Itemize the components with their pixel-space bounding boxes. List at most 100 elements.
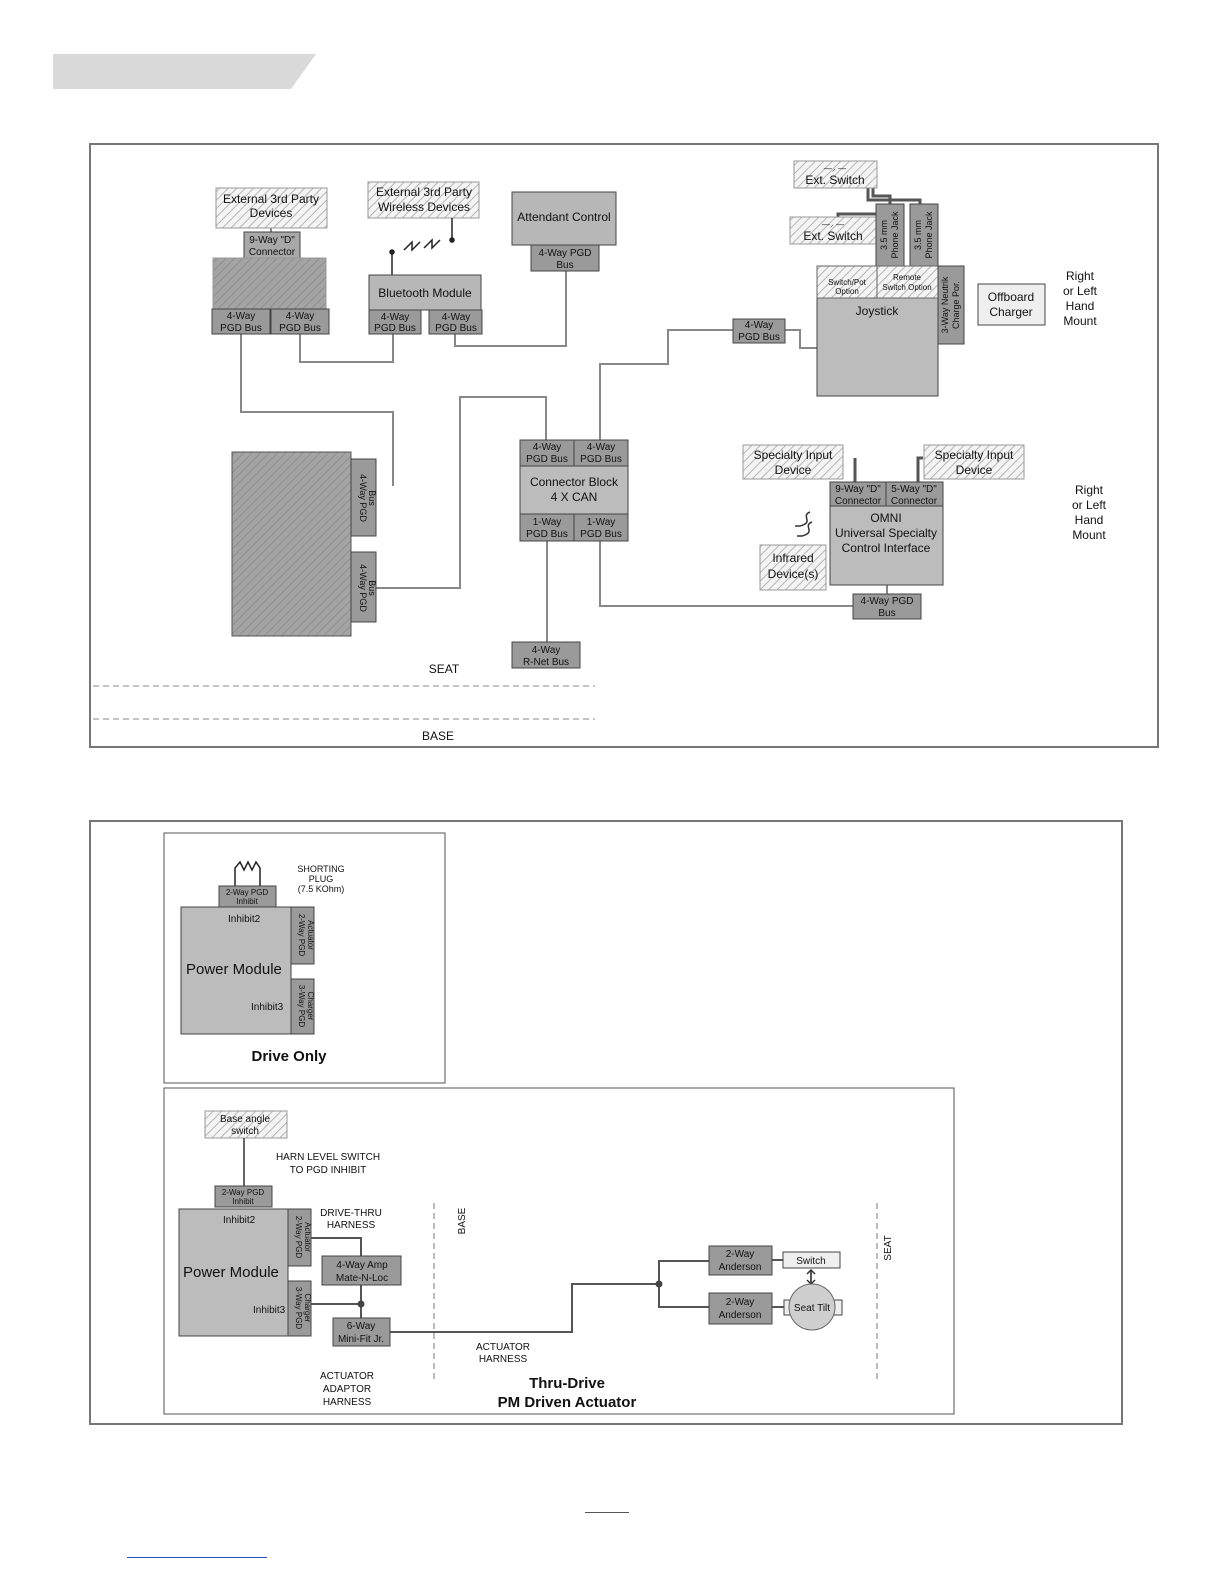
- mount-label-top: Right or Left Hand Mount: [1063, 269, 1098, 328]
- svg-text:Charge Por.: Charge Por.: [951, 281, 961, 329]
- header-tab: [0, 0, 1224, 120]
- svg-text:PGD Bus: PGD Bus: [374, 323, 416, 334]
- svg-text:PGD Bus: PGD Bus: [220, 323, 262, 334]
- svg-text:Mount: Mount: [1063, 314, 1097, 328]
- svg-text:PLUG: PLUG: [309, 874, 334, 884]
- svg-text:SHORTING: SHORTING: [297, 864, 344, 874]
- footer-link-underline[interactable]: [127, 1557, 267, 1558]
- svg-text:Device(s): Device(s): [768, 567, 819, 581]
- svg-text:Mount: Mount: [1072, 528, 1106, 542]
- svg-text:PGD Bus: PGD Bus: [526, 529, 568, 540]
- attendant-pgd-bus: [530, 244, 600, 272]
- svg-text:Bus: Bus: [556, 260, 573, 271]
- arrow-up-icon: [806, 1268, 816, 1275]
- svg-text:Hand: Hand: [1066, 299, 1095, 313]
- svg-text:ADAPTOR: ADAPTOR: [323, 1384, 371, 1395]
- thru-wiring: [311, 1237, 812, 1333]
- svg-text:Ext. Switch: Ext. Switch: [803, 229, 862, 243]
- drive-only-actuator-conn: [290, 906, 315, 965]
- drive-only-title: Drive Only: [251, 1048, 327, 1065]
- switch-pot-option: [816, 265, 878, 299]
- junction-dot: [357, 1300, 365, 1308]
- drive-only-power-module: [180, 906, 292, 1035]
- svg-text:4-Way: 4-Way: [442, 312, 471, 323]
- bluetooth-pgd-bus-b: [428, 309, 483, 335]
- svg-text:4-Way: 4-Way: [745, 320, 774, 331]
- svg-text:Universal Specialty: Universal Specialty: [835, 526, 937, 540]
- svg-text:Inhibit3: Inhibit3: [253, 1305, 286, 1316]
- base-label: BASE: [422, 729, 454, 743]
- svg-text:1-Way: 1-Way: [533, 517, 562, 528]
- svg-text:Remote: Remote: [893, 273, 922, 282]
- svg-text:switch: switch: [231, 1126, 259, 1137]
- svg-text:2-Way: 2-Way: [726, 1249, 755, 1260]
- svg-text:4-Way: 4-Way: [587, 442, 616, 453]
- svg-text:Actuator: Actuator: [306, 920, 315, 950]
- svg-text:4-Way PGD: 4-Way PGD: [861, 596, 914, 607]
- svg-text:Inhibit2: Inhibit2: [228, 914, 261, 925]
- phone-jack-a: [875, 203, 905, 267]
- page-footer-rule: [585, 1512, 629, 1513]
- svg-text:Charger: Charger: [989, 305, 1032, 319]
- svg-text:1-Way: 1-Way: [587, 517, 616, 528]
- svg-text:Mate-N-Loc: Mate-N-Loc: [336, 1273, 388, 1284]
- ext-switch-top: [793, 160, 878, 189]
- infrared-signal-icon: [795, 511, 813, 537]
- svg-text:4-Way: 4-Way: [286, 311, 315, 322]
- svg-text:Phone Jack: Phone Jack: [890, 211, 900, 259]
- svg-text:4-Way: 4-Way: [533, 442, 562, 453]
- thru-drive-subtitle: PM Driven Actuator: [498, 1394, 637, 1411]
- shorting-plug-icon: [234, 860, 261, 886]
- seat-label: SEAT: [429, 662, 460, 676]
- system-diagram-svg: External 3rd Party Devices 9-Way "D" Con…: [89, 143, 1159, 748]
- anderson-bottom: [708, 1292, 773, 1325]
- switch-symbol-icon-2: —⸝ —: [822, 220, 844, 229]
- thru-inhibit-conn: [214, 1185, 273, 1208]
- svg-text:Right: Right: [1075, 483, 1104, 497]
- svg-text:Switch Option: Switch Option: [882, 283, 931, 292]
- rnet-bus: [511, 641, 581, 669]
- svg-text:9-Way "D": 9-Way "D": [249, 235, 295, 246]
- svg-text:Anderson: Anderson: [719, 1310, 762, 1321]
- mini-fit-jr: [332, 1317, 391, 1347]
- cb-pgd-bus-b: [573, 439, 629, 467]
- svg-text:ACTUATOR: ACTUATOR: [320, 1371, 374, 1382]
- svg-text:PGD Bus: PGD Bus: [738, 332, 780, 343]
- base-label-rot: BASE: [457, 1207, 468, 1234]
- svg-text:Bus: Bus: [878, 608, 895, 619]
- svg-text:Switch: Switch: [796, 1256, 825, 1267]
- anderson-top: [708, 1245, 773, 1276]
- svg-text:4 X CAN: 4 X CAN: [551, 490, 598, 504]
- svg-text:or Left: or Left: [1063, 284, 1098, 298]
- specialty-input-right: [923, 444, 1025, 480]
- svg-text:3.5 mm: 3.5 mm: [879, 220, 889, 250]
- svg-text:Option: Option: [835, 287, 859, 296]
- svg-text:R-Net Bus: R-Net Bus: [523, 657, 569, 668]
- svg-text:Inhibit3: Inhibit3: [251, 1002, 284, 1013]
- svg-text:(7.5 KOhm): (7.5 KOhm): [298, 884, 345, 894]
- svg-text:4-Way PGD: 4-Way PGD: [358, 474, 368, 522]
- drive-only-charger-conn: [290, 978, 315, 1035]
- svg-text:Seat Tilt: Seat Tilt: [794, 1303, 830, 1314]
- svg-text:Phone Jack: Phone Jack: [924, 211, 934, 259]
- omni-pgd-bus: [852, 593, 922, 620]
- svg-text:4-Way Amp: 4-Way Amp: [336, 1260, 388, 1271]
- external-devices-line1: External 3rd Party: [223, 192, 319, 206]
- svg-text:PGD Bus: PGD Bus: [580, 454, 622, 465]
- svg-text:Inhibit: Inhibit: [232, 1197, 254, 1206]
- power-module-seat: [231, 451, 352, 637]
- svg-text:4-Way: 4-Way: [227, 311, 256, 322]
- svg-text:Mini-Fit Jr.: Mini-Fit Jr.: [338, 1334, 384, 1345]
- svg-text:HARNESS: HARNESS: [327, 1220, 376, 1231]
- svg-text:PGD Bus: PGD Bus: [580, 529, 622, 540]
- svg-text:Right: Right: [1066, 269, 1095, 283]
- pm-pgd-bus-a: [350, 458, 377, 537]
- svg-text:HARNESS: HARNESS: [479, 1354, 528, 1365]
- bluetooth-module: [368, 274, 482, 311]
- svg-text:Infrared: Infrared: [772, 551, 813, 565]
- base-angle-switch: [204, 1110, 288, 1139]
- svg-text:DRIVE-THRU: DRIVE-THRU: [320, 1208, 382, 1219]
- svg-text:Specialty Input: Specialty Input: [935, 448, 1014, 462]
- svg-text:TO PGD INHIBIT: TO PGD INHIBIT: [290, 1165, 367, 1176]
- system-diagram: External 3rd Party Devices 9-Way "D" Con…: [0, 130, 1224, 760]
